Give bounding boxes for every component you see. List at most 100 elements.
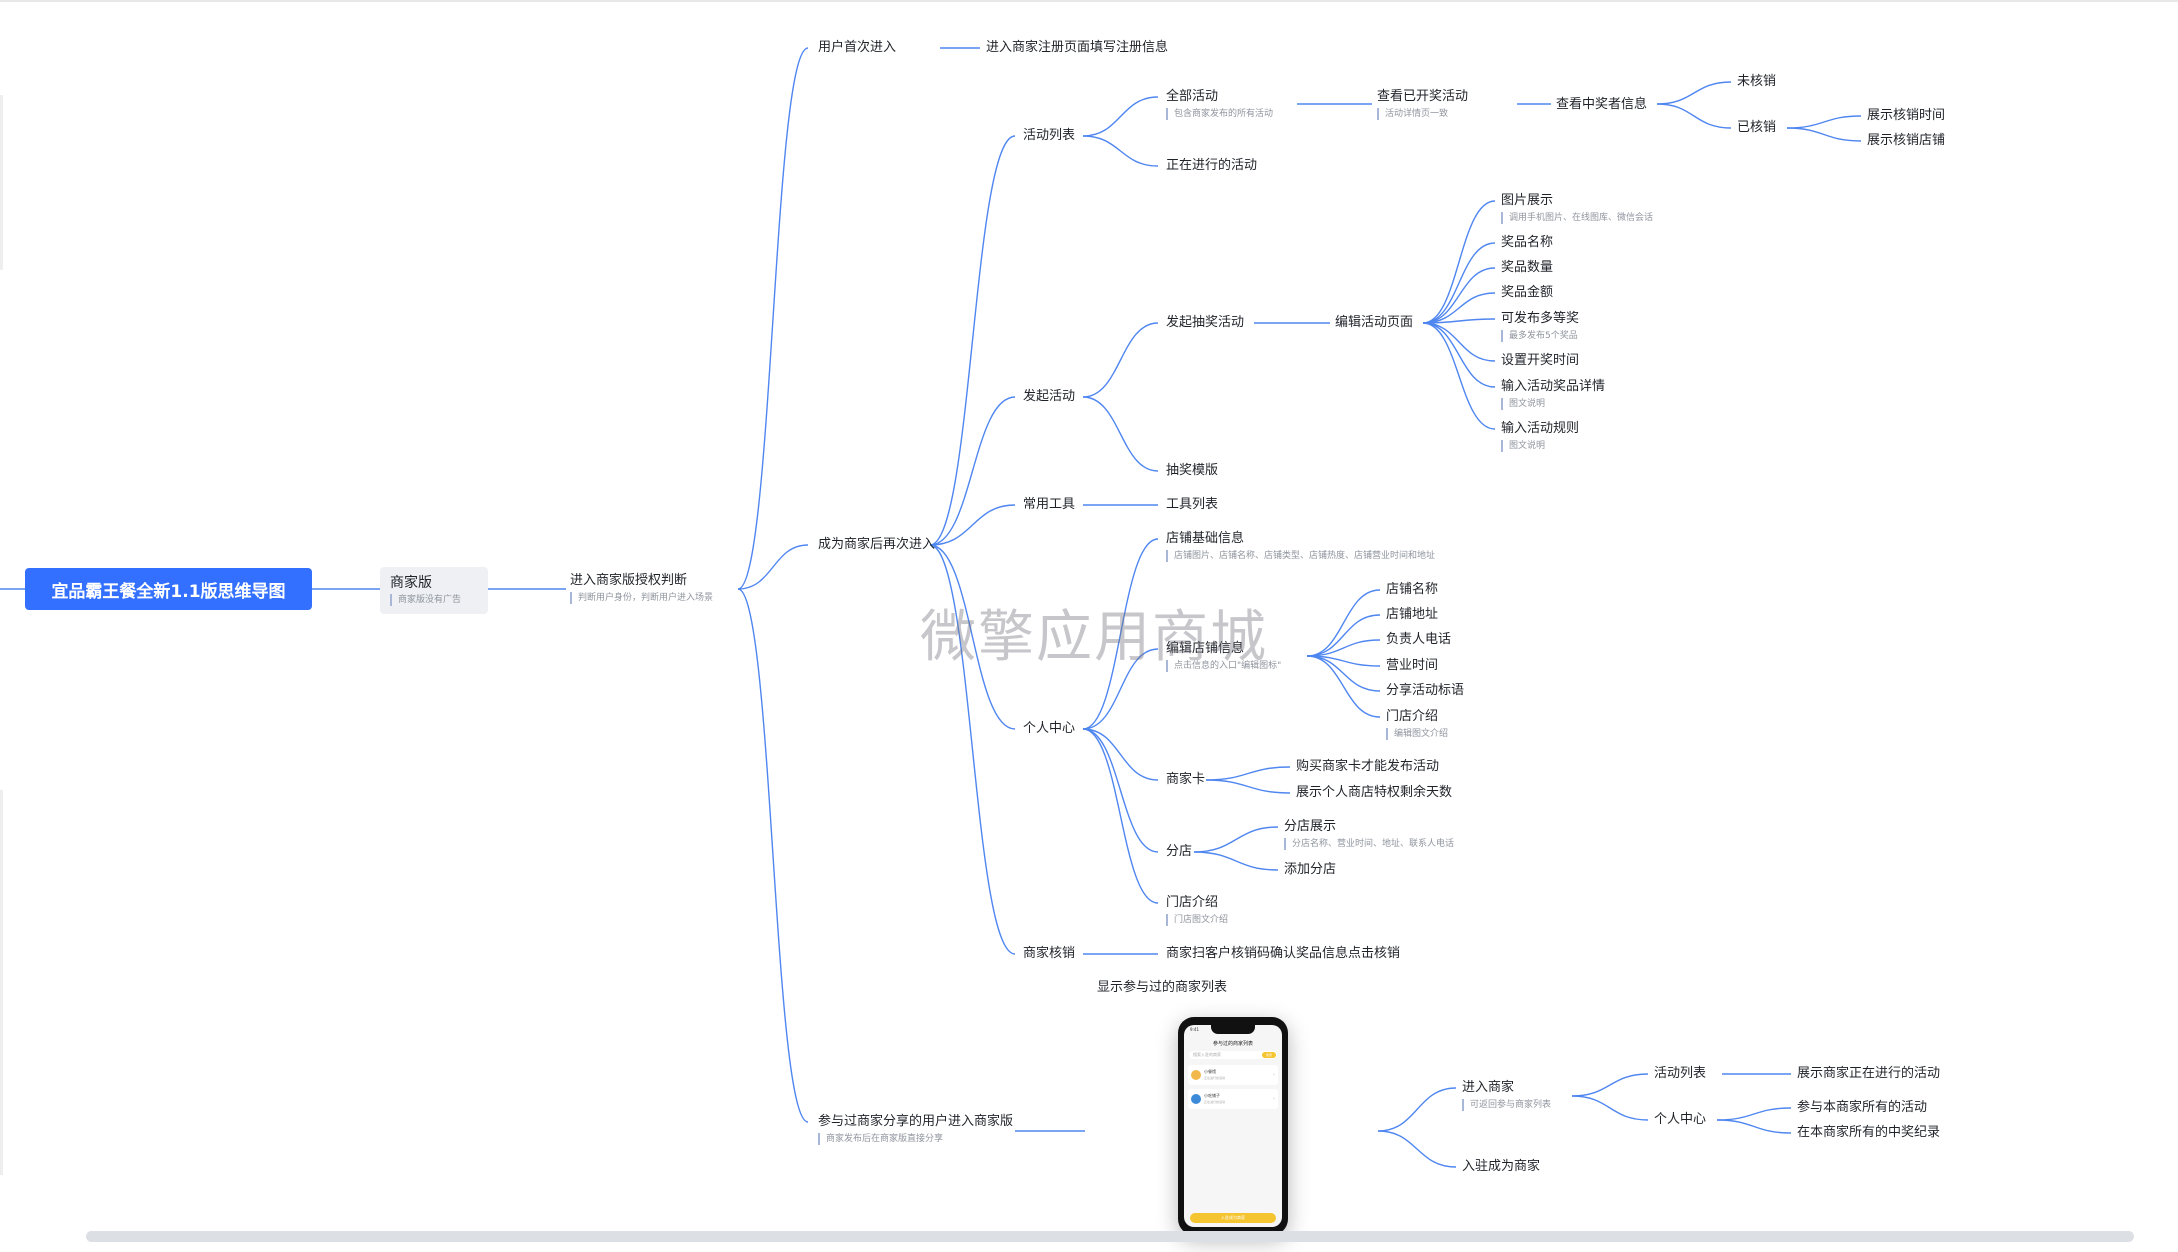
topic-share-slogan[interactable]: 分享活动标语: [1386, 683, 1465, 698]
phone-screen: 9:41 参与过的商家列表 搜索入驻的商家 搜索 小餐馆 正在进行的活动 › 小…: [1184, 1025, 1282, 1227]
topic-tool-list[interactable]: 工具列表: [1166, 497, 1219, 512]
topic-field-image[interactable]: 图片展示 调用手机图片、在线图库、微信会话: [1501, 193, 1654, 224]
topic-show-redeem-time[interactable]: 展示核销时间: [1867, 108, 1946, 123]
topic-personal-center[interactable]: 个人中心: [1023, 721, 1076, 736]
topic-scan-redeem[interactable]: 商家扫客户核销码确认奖品信息点击核销: [1166, 946, 1401, 961]
topic-common-tools[interactable]: 常用工具: [1023, 497, 1076, 512]
phone-notch: [1211, 1025, 1255, 1034]
horizontal-scrollbar[interactable]: [86, 1231, 2134, 1242]
topic-manager-phone[interactable]: 负责人电话: [1386, 632, 1452, 647]
phone-mockup[interactable]: 9:41 参与过的商家列表 搜索入驻的商家 搜索 小餐馆 正在进行的活动 › 小…: [1178, 1017, 1288, 1235]
topic-note: 商家版没有广告: [390, 594, 478, 606]
topic-branch-store[interactable]: 分店: [1166, 844, 1193, 859]
topic-start-draw[interactable]: 发起抽奖活动: [1166, 315, 1245, 330]
topic-launch-activity[interactable]: 发起活动: [1023, 389, 1076, 404]
topic-edit-activity-page[interactable]: 编辑活动页面: [1335, 315, 1414, 330]
topic-join-as-merchant[interactable]: 入驻成为商家: [1462, 1159, 1541, 1174]
top-divider: [0, 0, 2178, 2]
topic-win-records[interactable]: 在本商家所有的中奖纪录: [1797, 1125, 1941, 1140]
phone-caption: 显示参与过的商家列表: [1097, 980, 1228, 995]
phone-list-item[interactable]: 小餐馆 正在进行的活动 ›: [1188, 1065, 1278, 1085]
edge-edit-fields: [1422, 200, 1496, 324]
edge-edit-store: [1306, 614, 1381, 657]
edge-auth-branch: [737, 47, 809, 590]
edge-edit-fields: [1422, 267, 1496, 324]
topic-remaining-days[interactable]: 展示个人商店特权剩余天数: [1296, 785, 1453, 800]
edge-edit-fields: [1422, 322, 1496, 388]
topic-field-draw-time[interactable]: 设置开奖时间: [1501, 353, 1580, 368]
topic-joined-activities[interactable]: 参与本商家所有的活动: [1797, 1100, 1928, 1115]
topic-merchant-card[interactable]: 商家卡: [1166, 772, 1206, 787]
topic-field-prize-name[interactable]: 奖品名称: [1501, 235, 1554, 250]
edge-returning-branch: [929, 396, 1016, 546]
topic-add-branch[interactable]: 添加分店: [1284, 862, 1337, 877]
edge-edit-fields: [1422, 292, 1496, 324]
phone-page-title: 参与过的商家列表: [1212, 1041, 1253, 1047]
phone-search-input[interactable]: 搜索入驻的商家 搜索: [1189, 1051, 1277, 1059]
edge-shared: [1377, 1087, 1457, 1132]
topic-all-activities[interactable]: 全部活动 包含商家发布的所有活动: [1166, 89, 1274, 120]
topic-enter-merchant[interactable]: 进入商家 可返回参与商家列表: [1462, 1080, 1552, 1111]
topic-draw-template[interactable]: 抽奖模版: [1166, 463, 1219, 478]
topic-show-redeem-store[interactable]: 展示核销店铺: [1867, 133, 1946, 148]
chevron-right-icon: ›: [1273, 1072, 1275, 1078]
edge-edit-store: [1306, 655, 1381, 667]
edge-returning-branch: [929, 504, 1016, 546]
root-topic[interactable]: 宜品霸王餐全新1.1版思维导图: [25, 568, 312, 610]
topic-shared-user-entry[interactable]: 参与过商家分享的用户进入商家版 商家发布后在商家版直接分享: [818, 1114, 1014, 1145]
edge-branch: [1193, 851, 1279, 871]
topic-merchant-redeem[interactable]: 商家核销: [1023, 946, 1076, 961]
topic-activity-list[interactable]: 活动列表: [1023, 128, 1076, 143]
edge-redeemed-detail: [1786, 127, 1862, 142]
topic-edit-store-info[interactable]: 编辑店铺信息 点击信息的入口"编辑图标": [1166, 641, 1282, 672]
edge-activity-list: [1082, 135, 1159, 167]
left-edge-bar: [0, 95, 3, 270]
phone-status-time: 9:41: [1190, 1027, 1199, 1032]
topic-field-rules[interactable]: 输入活动规则 图文说明: [1501, 421, 1580, 452]
topic-view-winners[interactable]: 查看中奖者信息: [1556, 97, 1648, 112]
topic-not-redeemed[interactable]: 未核销: [1737, 74, 1777, 89]
topic-first-visit[interactable]: 用户首次进入: [818, 40, 897, 55]
topic-shared-personal-center[interactable]: 个人中心: [1654, 1112, 1707, 1127]
edge-edit-fields: [1422, 322, 1496, 430]
edge-card: [1205, 766, 1291, 781]
store-subtitle: 正在进行的活动: [1204, 1100, 1226, 1104]
phone-join-button[interactable]: 入驻成为商家: [1190, 1213, 1276, 1223]
edge-edit-store: [1306, 655, 1381, 718]
topic-field-multi-tier[interactable]: 可发布多等奖 最多发布5个奖品: [1501, 311, 1580, 342]
edge-launch: [1082, 322, 1159, 398]
edge-center: [1082, 728, 1159, 853]
topic-field-prize-count[interactable]: 奖品数量: [1501, 260, 1554, 275]
phone-list-item[interactable]: 小吃铺子 正在进行的活动 ›: [1188, 1089, 1278, 1109]
topic-store-name[interactable]: 店铺名称: [1386, 582, 1439, 597]
store-name: 小吃铺子: [1204, 1093, 1220, 1098]
edge-edit-fields: [1422, 242, 1496, 324]
topic-buy-card[interactable]: 购买商家卡才能发布活动: [1296, 759, 1440, 774]
topic-ongoing-activities[interactable]: 正在进行的活动: [1166, 158, 1258, 173]
topic-branch-show[interactable]: 分店展示 分店名称、营业时间、地址、联系人电话: [1284, 819, 1455, 850]
topic-view-drawn[interactable]: 查看已开奖活动 活动详情页一致: [1377, 89, 1469, 120]
topic-show-ongoing[interactable]: 展示商家正在进行的活动: [1797, 1066, 1941, 1081]
edge-card: [1205, 779, 1291, 794]
topic-store-intro[interactable]: 门店介绍 门店图文介绍: [1166, 895, 1229, 926]
edge-winner-status: [1656, 81, 1732, 105]
phone-search-button[interactable]: 搜索: [1262, 1052, 1276, 1058]
edge-redeemed-detail: [1786, 115, 1862, 129]
topic-redeemed[interactable]: 已核销: [1737, 120, 1777, 135]
edge-edit-store: [1306, 639, 1381, 657]
topic-returning[interactable]: 成为商家后再次进入: [818, 537, 936, 552]
edge-shared: [1377, 1130, 1457, 1168]
topic-store-address[interactable]: 店铺地址: [1386, 607, 1439, 622]
topic-field-prize-amount[interactable]: 奖品金额: [1501, 285, 1554, 300]
topic-auth-check[interactable]: 进入商家版授权判断 判断用户身份，判断用户进入场景: [570, 573, 714, 604]
store-avatar-icon: [1191, 1094, 1201, 1104]
topic-shared-activity-list[interactable]: 活动列表: [1654, 1066, 1707, 1081]
topic-business-hours[interactable]: 营业时间: [1386, 658, 1439, 673]
topic-merchant-version[interactable]: 商家版 商家版没有广告: [380, 567, 488, 614]
topic-store-basic-info[interactable]: 店铺基础信息 店铺图片、店铺名称、店铺类型、店铺热度、店铺营业时间和地址: [1166, 531, 1436, 562]
topic-register[interactable]: 进入商家注册页面填写注册信息: [986, 40, 1169, 55]
edge-auth-branch: [737, 544, 809, 590]
topic-store-intro-edit[interactable]: 门店介绍 编辑图文介绍: [1386, 709, 1449, 740]
edge-auth-branch: [737, 588, 809, 1123]
topic-field-prize-detail[interactable]: 输入活动奖品详情 图文说明: [1501, 379, 1606, 410]
